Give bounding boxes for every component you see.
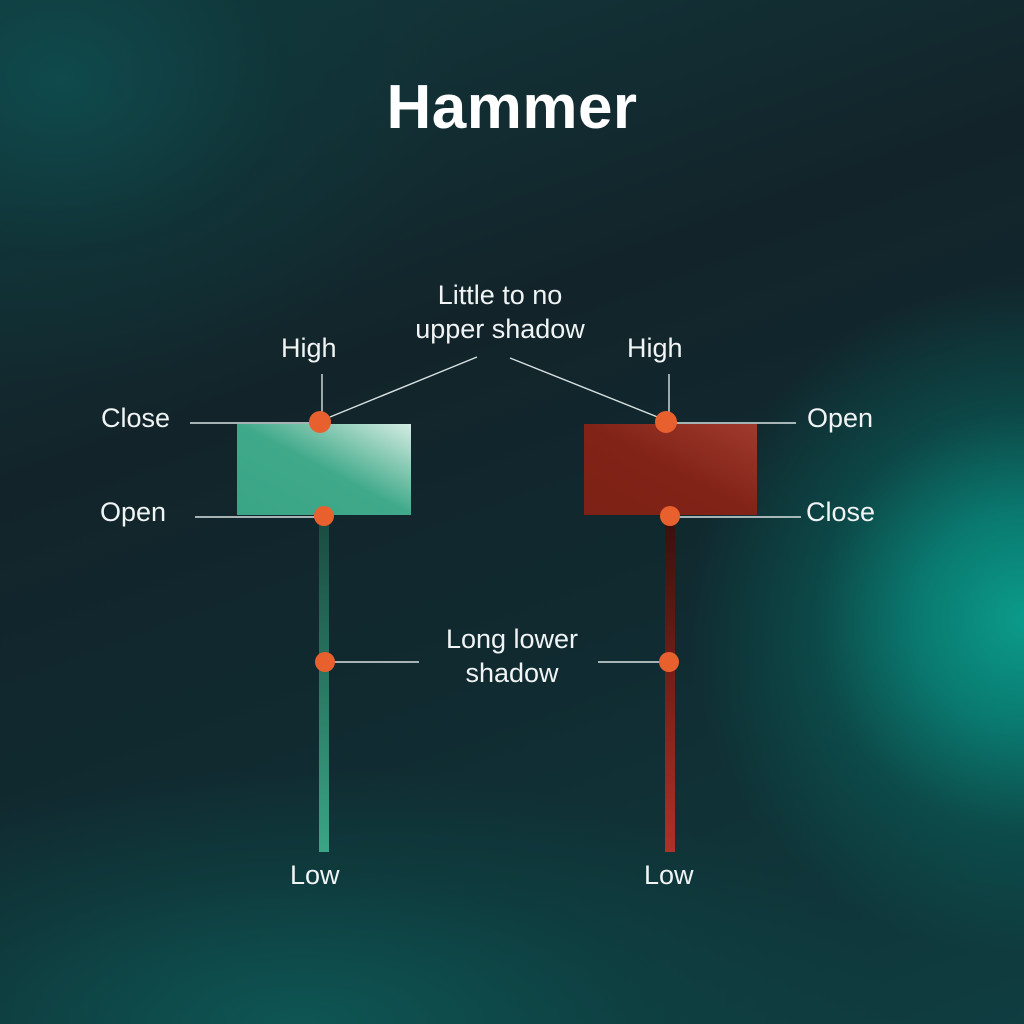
bullish-lower-shadow-marker xyxy=(315,652,335,672)
upper-shadow-annotation: Little to no upper shadow xyxy=(380,278,620,346)
bullish-open-marker xyxy=(314,506,334,526)
lower-shadow-annotation: Long lower shadow xyxy=(412,622,612,690)
bullish-open-label: Open xyxy=(100,497,167,527)
bullish-low-label: Low xyxy=(290,860,340,890)
bearish-lower-wick xyxy=(665,516,675,852)
bearish-close-label: Close xyxy=(806,497,876,527)
bearish-high-label: High xyxy=(627,333,683,363)
bearish-lower-shadow-marker xyxy=(659,652,679,672)
bullish-lower-wick xyxy=(319,516,329,852)
bearish-close-marker xyxy=(660,506,680,526)
lower-shadow-line2: shadow xyxy=(465,658,559,688)
lower-shadow-line1: Long lower xyxy=(445,624,579,654)
leader-lines xyxy=(190,356,801,663)
bullish-body xyxy=(237,424,411,515)
markers xyxy=(309,411,680,672)
upper-shadow-line2: upper shadow xyxy=(415,314,585,344)
bearish-high-marker xyxy=(655,411,677,433)
bearish-low-label: Low xyxy=(644,860,694,890)
bullish-candle xyxy=(237,424,411,852)
upper-shadow-line1: Little to no xyxy=(437,280,563,310)
bearish-candle xyxy=(584,424,757,852)
bearish-body xyxy=(584,424,757,515)
page-title: Hammer xyxy=(386,73,638,142)
bullish-high-label: High xyxy=(281,333,337,363)
bullish-high-marker xyxy=(309,411,331,433)
bearish-open-label: Open xyxy=(807,403,874,433)
bullish-close-label: Close xyxy=(101,403,171,433)
